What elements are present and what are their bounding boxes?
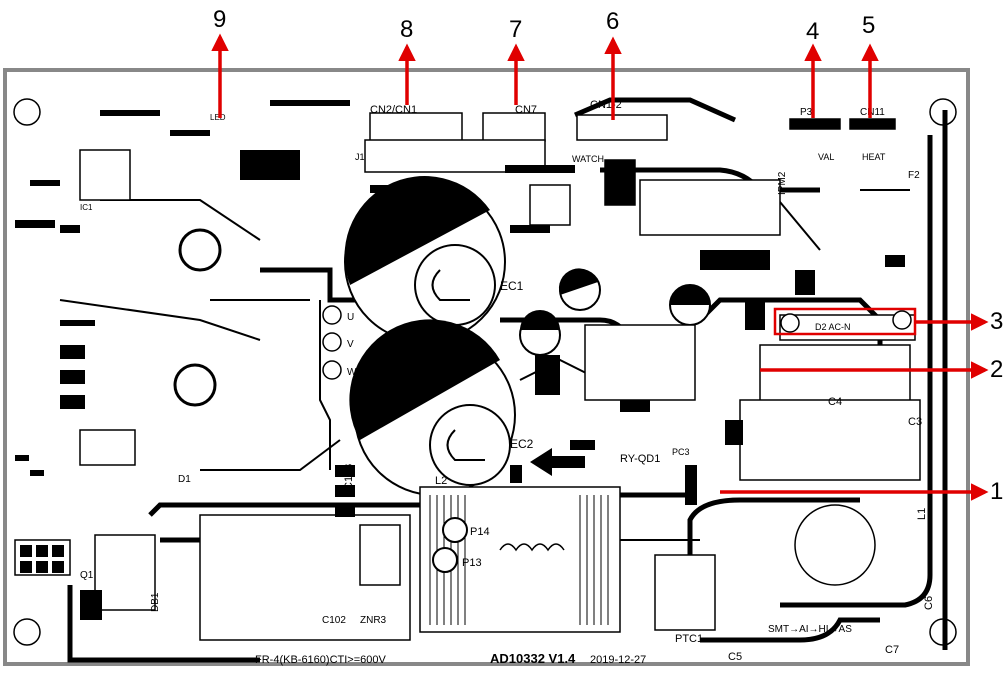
label-process: SMT→AI→HI→AS	[768, 624, 852, 635]
label-q1: Q1	[80, 570, 94, 581]
label-znr3: ZNR3	[360, 615, 387, 626]
label-c4: C4	[828, 396, 842, 408]
callout-number-1: 1	[990, 478, 1004, 505]
label-p3: P3	[800, 107, 813, 118]
label-c3: C3	[908, 416, 922, 428]
label-ptc1: PTC1	[675, 633, 703, 645]
label-material: FR-4(KB-6160)CTI>=600V	[255, 654, 386, 666]
label-ry-qd1: RY-QD1	[620, 453, 660, 465]
label-c102: C102	[322, 615, 346, 626]
label-f2: F2	[908, 170, 920, 181]
terminal-icon	[892, 310, 912, 330]
callout-number-6: 6	[606, 8, 620, 35]
label-d2-acn: D2 AC-N	[815, 322, 851, 332]
p14-terminal	[442, 517, 468, 543]
label-ec1: EC1	[500, 279, 524, 293]
callout-number-4: 4	[806, 18, 820, 45]
label-c103: C103	[343, 464, 355, 490]
label-w: W	[347, 367, 357, 378]
label-led: LED	[210, 113, 226, 122]
callout-number-3: 3	[990, 308, 1004, 335]
label-board-id: AD10332 V1.4	[490, 651, 576, 666]
label-l1: L1	[916, 508, 928, 520]
capacitor-ec2	[349, 319, 516, 496]
callout-number-8: 8	[400, 16, 414, 43]
terminal-icon	[780, 313, 800, 333]
label-c6: C6	[923, 596, 935, 610]
label-c5: C5	[728, 651, 742, 663]
label-ipm2: IPM2	[777, 171, 788, 195]
label-u: U	[347, 312, 354, 323]
label-p13: P13	[462, 557, 482, 569]
capacitor-ec1	[344, 176, 506, 343]
p13-terminal	[432, 547, 458, 573]
label-l2: L2	[435, 475, 447, 487]
smd-pads	[15, 100, 905, 620]
label-watch: WATCH	[572, 154, 604, 164]
label-cn11: CN11	[860, 107, 885, 118]
label-v: V	[347, 339, 354, 350]
inductor-l2	[429, 495, 609, 625]
callout-number-5: 5	[862, 12, 876, 39]
motor-terminals	[322, 305, 342, 380]
callout-number-2: 2	[990, 356, 1004, 383]
callout-arrows	[211, 33, 989, 501]
label-ic1: IC1	[80, 203, 93, 212]
label-c7: C7	[885, 644, 899, 656]
label-cn7: CN7	[515, 104, 537, 116]
label-db1: DB1	[150, 592, 161, 612]
mounting-hole	[13, 98, 41, 126]
label-date: 2019-12-27	[590, 654, 646, 666]
label-p14: P14	[470, 526, 490, 538]
inductor-symbol	[499, 543, 565, 552]
label-j1: J1	[355, 152, 365, 162]
label-cn2-cn1: CN2/CN1	[370, 104, 417, 116]
callout-number-7: 7	[509, 16, 523, 43]
board-direction-arrow	[530, 448, 585, 476]
label-ec2: EC2	[510, 437, 534, 451]
bridge-pads	[20, 545, 64, 573]
callout-number-9: 9	[213, 6, 227, 33]
label-d1: D1	[178, 474, 191, 485]
mounting-hole	[13, 618, 41, 646]
label-pc3: PC3	[672, 447, 690, 457]
signal-traces	[59, 189, 910, 541]
label-cn1-2: CN1-2	[590, 99, 622, 111]
label-heat: HEAT	[862, 152, 886, 162]
label-val: VAL	[818, 152, 834, 162]
